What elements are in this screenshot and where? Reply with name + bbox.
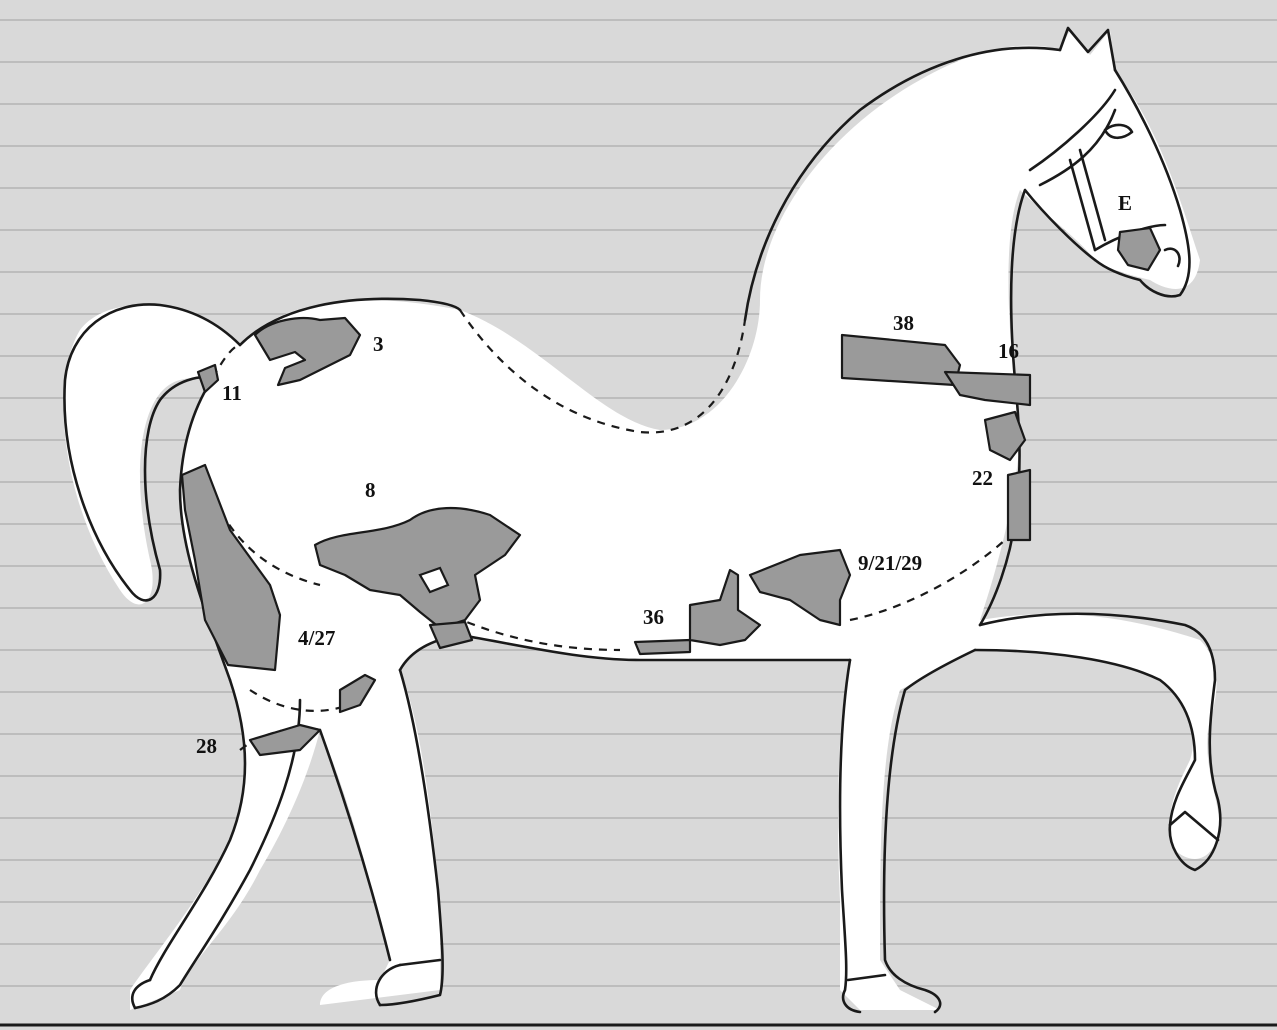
label-38: 38 — [893, 311, 914, 335]
horse-fill — [64, 30, 1220, 1010]
label-8: 8 — [365, 478, 376, 502]
label-28: 28 — [196, 734, 217, 758]
label-11: 11 — [222, 381, 242, 405]
fragment-36b — [635, 640, 690, 654]
fragment-22b — [1008, 470, 1030, 540]
label-9-21-29: 9/21/29 — [858, 551, 922, 575]
fragment-belly — [430, 622, 472, 648]
label-22: 22 — [972, 466, 993, 490]
label-4-27: 4/27 — [298, 626, 335, 650]
label-16: 16 — [998, 339, 1019, 363]
label-3: 3 — [373, 332, 384, 356]
label-e: E — [1118, 191, 1132, 215]
label-36: 36 — [643, 605, 664, 629]
